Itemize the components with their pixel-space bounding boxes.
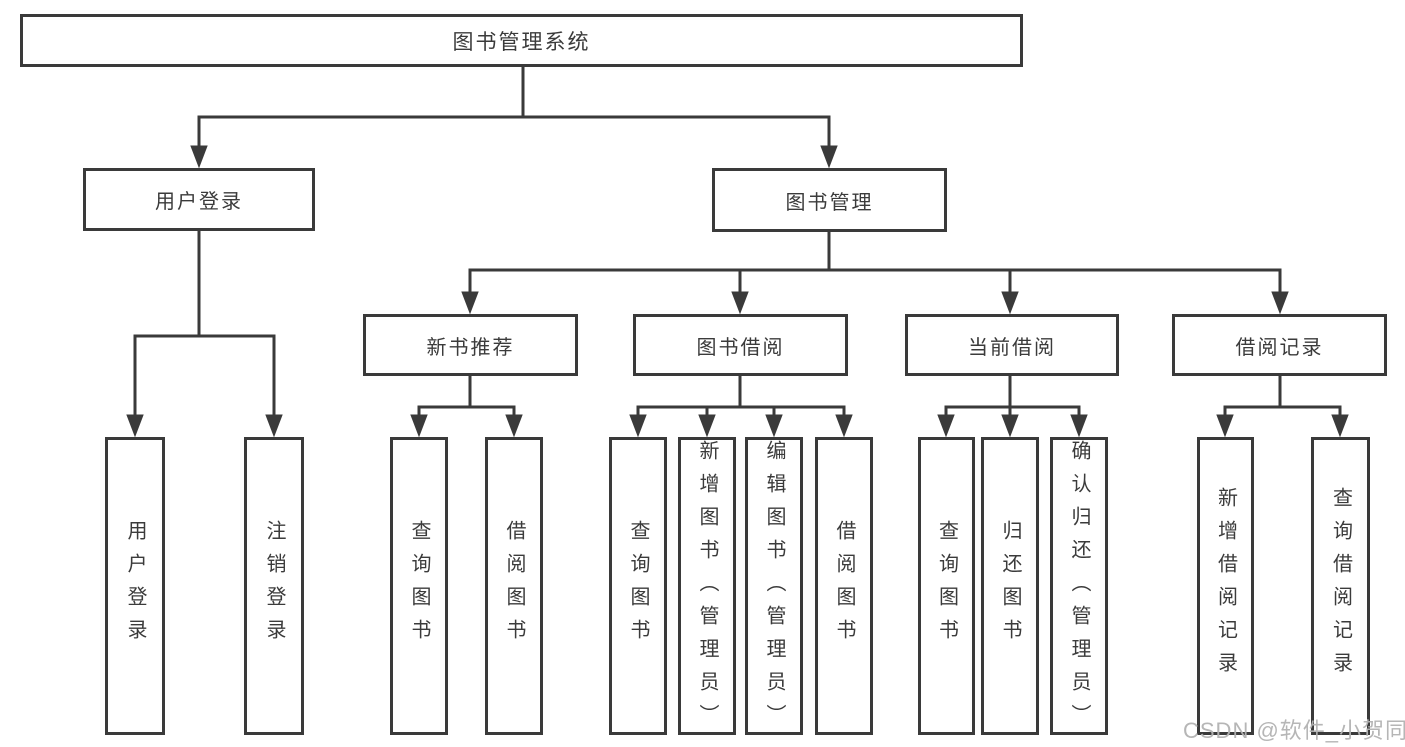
node-label: 查询借阅记录: [1329, 487, 1352, 685]
node-label: 归还图书: [999, 520, 1021, 652]
connector-new-books-branch: [410, 376, 523, 438]
node-leaf-bb-add-books-admin: 新增图书（管理员）: [678, 437, 736, 737]
csdn-watermark: CSDN @软件_小贺同学: [1183, 718, 1405, 743]
node-label: 注销登录: [263, 520, 285, 652]
node-label: 借阅图书: [833, 520, 855, 652]
node-leaf-br-add-record: 新增借阅记录: [1197, 437, 1254, 735]
node-label: 新增图书（管理员）: [696, 440, 718, 737]
node-leaf-bb-query-books: 查询图书: [609, 437, 667, 735]
node-label: 查询图书: [935, 520, 958, 652]
node-label: 查询图书: [408, 520, 430, 652]
node-leaf-cb-return-books: 归还图书: [981, 437, 1039, 735]
connector-book-mgmt-branch: [461, 232, 1289, 315]
node-leaf-logout: 注销登录: [244, 437, 304, 735]
node-leaf-nb-borrow-books: 借阅图书: [485, 437, 543, 735]
node-leaf-cb-confirm-return-admin: 确认归还（管理员）: [1050, 437, 1108, 737]
node-label: 确认归还（管理员）: [1068, 440, 1090, 737]
connector-borrow-records-branch: [1216, 376, 1349, 438]
node-new-books: 新书推荐: [363, 314, 578, 376]
node-leaf-bb-edit-books-admin: 编辑图书（管理员）: [745, 437, 803, 737]
node-leaf-user-login: 用户登录: [105, 437, 165, 735]
node-label: 查询图书: [627, 520, 649, 652]
node-leaf-bb-borrow-books: 借阅图书: [815, 437, 873, 735]
node-book-mgmt: 图书管理: [712, 168, 947, 232]
node-label: 用户登录: [124, 520, 146, 652]
node-label: 编辑图书（管理员）: [763, 440, 785, 737]
connector-root-to-level2: [190, 67, 838, 169]
node-borrow-records: 借阅记录: [1172, 314, 1387, 376]
connector-book-borrow-branch: [629, 376, 853, 438]
node-book-borrow: 图书借阅: [633, 314, 848, 376]
node-user-login: 用户登录: [83, 168, 315, 231]
node-leaf-nb-query-books: 查询图书: [390, 437, 448, 735]
node-root: 图书管理系统: [20, 14, 1023, 67]
connector-user-login-branch: [126, 231, 283, 438]
node-label: 借阅图书: [503, 520, 525, 652]
node-label: 新增借阅记录: [1214, 487, 1237, 685]
node-leaf-br-query-record: 查询借阅记录: [1311, 437, 1370, 735]
node-current-borrow: 当前借阅: [905, 314, 1119, 376]
node-leaf-cb-query-books: 查询图书: [918, 437, 975, 735]
connector-current-borrow-branch: [937, 376, 1088, 438]
